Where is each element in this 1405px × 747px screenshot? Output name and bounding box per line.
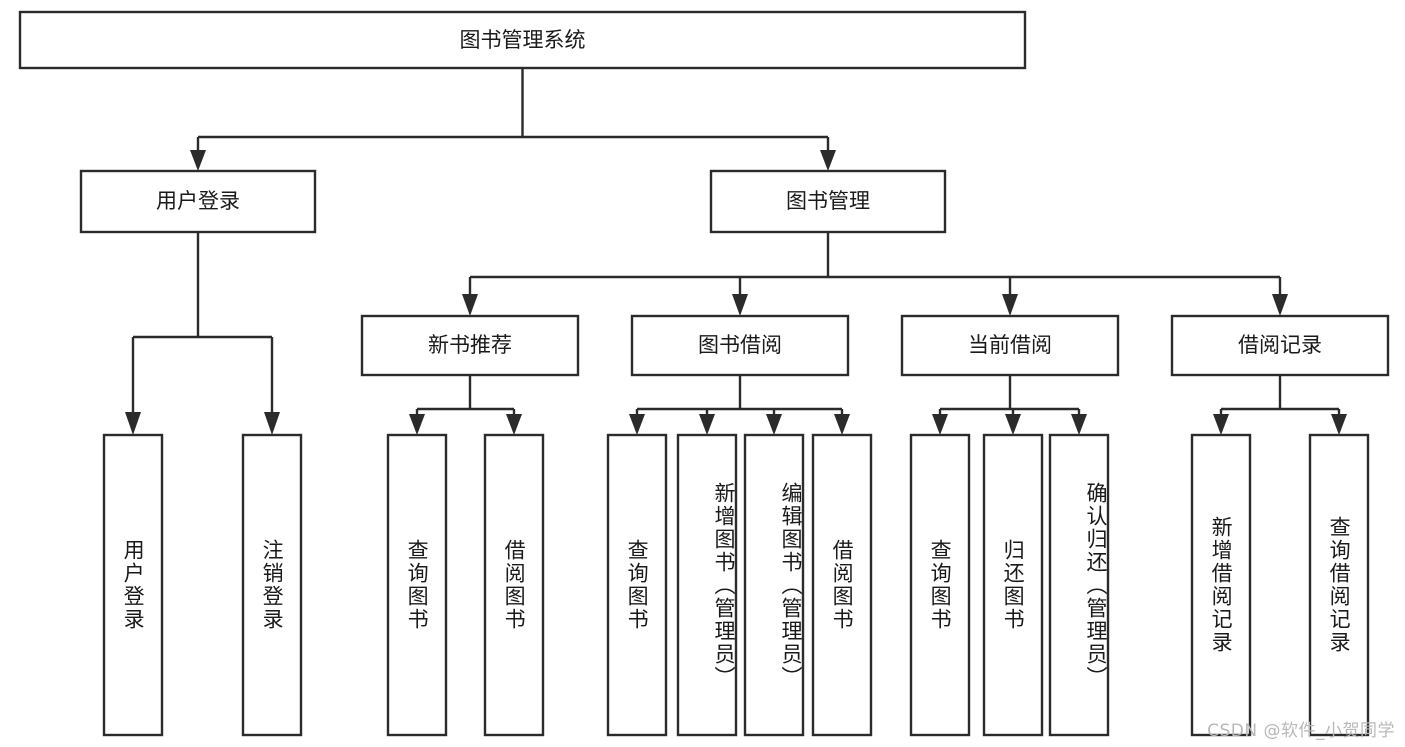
arrow-head-book-borrow — [732, 294, 748, 316]
arrow-head-leaf-edit-book-admin — [766, 414, 782, 435]
node-borrow-record[interactable] — [1170, 314, 1390, 377]
node-new-book-recommend[interactable] — [360, 314, 580, 377]
arrow-head-leaf-query-borrow-record — [1331, 414, 1347, 435]
node-leaf-query-book-1[interactable] — [386, 433, 448, 737]
arrow-head-leaf-user-login — [125, 412, 141, 435]
node-book-management[interactable] — [709, 169, 947, 234]
node-root-label: 图书管理系统 — [460, 28, 586, 52]
arrow-head-leaf-borrow-book-1 — [506, 414, 522, 435]
node-leaf-edit-book-admin[interactable] — [743, 433, 805, 737]
node-user-login-label: 用户登录 — [156, 189, 240, 213]
node-leaf-borrow-book-2[interactable] — [811, 433, 873, 737]
arrow-head-leaf-add-borrow-record — [1213, 414, 1229, 435]
node-leaf-return-book[interactable] — [982, 433, 1044, 737]
arrow-head-leaf-query-book-1 — [409, 414, 425, 435]
arrow-head-leaf-borrow-book-2 — [834, 414, 850, 435]
connector-layer — [125, 68, 1347, 435]
node-leaf-user-login[interactable] — [102, 433, 164, 737]
node-leaf-add-book-admin[interactable] — [676, 433, 738, 737]
arrow-head-leaf-logout-login — [264, 412, 280, 435]
node-leaf-query-book-2[interactable] — [606, 433, 668, 737]
arrow-head-new-book-recommend — [462, 294, 478, 316]
node-borrow-record-label: 借阅记录 — [1238, 333, 1322, 357]
node-book-borrow-label: 图书借阅 — [698, 333, 782, 357]
node-leaf-query-borrow-record[interactable] — [1308, 433, 1370, 737]
arrow-head-leaf-query-book-2 — [629, 414, 645, 435]
arrow-head-leaf-add-book-admin — [699, 414, 715, 435]
node-layer: 图书管理系统 用户登录 图书管理 新书推荐 图书借阅 当前借阅 借阅记录 — [18, 10, 1390, 737]
node-current-borrow-label: 当前借阅 — [968, 333, 1052, 357]
arrow-head-book-management — [820, 150, 836, 171]
arrow-head-borrow-record — [1272, 294, 1288, 316]
node-root-book-management-system[interactable] — [18, 10, 1027, 70]
csdn-watermark: CSDN @软件_小贺同学 — [1207, 721, 1395, 741]
node-leaf-query-book-3[interactable] — [909, 433, 971, 737]
node-leaf-logout-login[interactable] — [241, 433, 303, 737]
arrow-head-leaf-query-book-3 — [932, 414, 948, 435]
arrow-head-current-borrow — [1002, 294, 1018, 316]
node-user-login[interactable] — [79, 169, 317, 234]
arrow-head-leaf-return-book — [1005, 414, 1021, 435]
node-leaf-confirm-return-admin[interactable] — [1048, 433, 1110, 737]
arrow-head-leaf-confirm-return-admin — [1071, 414, 1087, 435]
node-book-borrow[interactable] — [630, 314, 850, 377]
arrow-head-user-login — [190, 150, 206, 171]
node-leaf-add-borrow-record[interactable] — [1190, 433, 1252, 737]
node-new-book-recommend-label: 新书推荐 — [428, 333, 512, 357]
node-leaf-borrow-book-1[interactable] — [483, 433, 545, 737]
node-book-management-label: 图书管理 — [786, 189, 870, 213]
node-current-borrow[interactable] — [900, 314, 1120, 377]
